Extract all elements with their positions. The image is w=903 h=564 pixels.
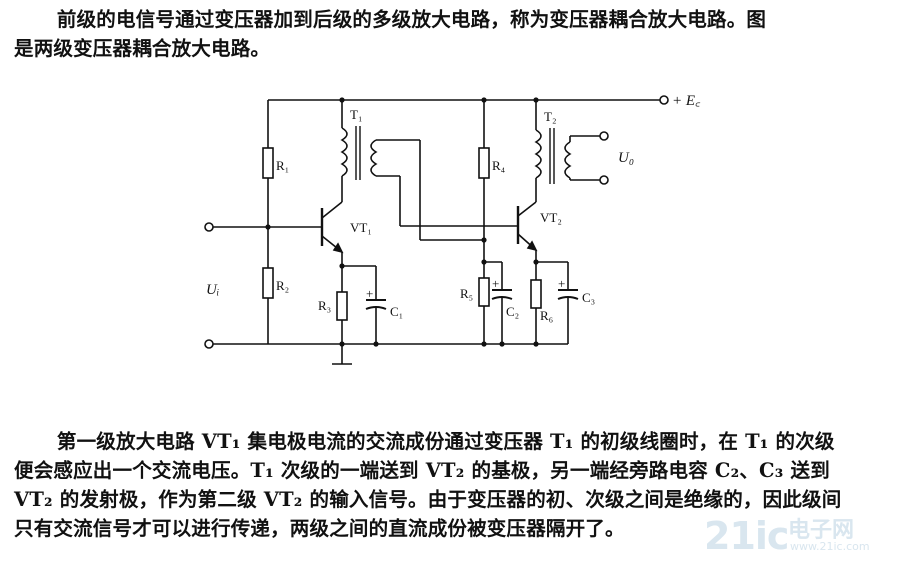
label-uo: U₀ bbox=[618, 150, 634, 166]
resistor-r1 bbox=[262, 147, 274, 179]
body-line-3: VT₂ 的发射极，作为第二级 VT₂ 的输入信号。由于变压器的初、次级之间是绝缘… bbox=[14, 488, 842, 511]
watermark-logo: 21ic bbox=[704, 514, 789, 558]
label-c2: C₂ bbox=[506, 304, 519, 319]
t1-secondary-coil bbox=[370, 139, 378, 177]
t2-primary-coil bbox=[534, 129, 542, 179]
label-vt2: VT₂ bbox=[540, 210, 562, 225]
c2-plus: + bbox=[492, 276, 499, 291]
resistor-r4 bbox=[478, 147, 490, 179]
ec-terminal bbox=[659, 95, 669, 105]
label-r3: R₃ bbox=[318, 298, 331, 313]
input-terminal-bottom bbox=[204, 339, 214, 349]
label-r4: R₄ bbox=[492, 158, 506, 173]
label-ec: + E꜀ bbox=[672, 93, 701, 109]
body-line-2: 便会感应出一个交流电压。T₁ 次级的一端送到 VT₂ 的基极，另一端经旁路电容 … bbox=[14, 459, 830, 482]
watermark-cn: 电子网 bbox=[788, 518, 855, 543]
label-r2: R₂ bbox=[276, 278, 289, 293]
body-line-4: 只有交流信号才可以进行传递，两级之间的直流成份被变压器隔开了。 bbox=[14, 517, 625, 540]
intro-line-1: 前级的电信号通过变压器加到后级的多级放大电路，称为变压器耦合放大电路。图 bbox=[56, 8, 767, 31]
label-r6: R₆ bbox=[540, 308, 553, 323]
body-paragraph: 第一级放大电路 VT₁ 集电极电流的交流成份通过变压器 T₁ 的初级线圈时，在 … bbox=[14, 427, 894, 543]
t2-secondary-coil bbox=[564, 141, 572, 179]
label-c1: C₁ bbox=[390, 304, 403, 319]
t1-primary-coil bbox=[340, 127, 348, 177]
output-terminal-top bbox=[599, 131, 609, 141]
label-ui: Uᵢ bbox=[206, 282, 219, 298]
resistor-r6 bbox=[530, 279, 542, 309]
label-r1: R₁ bbox=[276, 158, 289, 173]
output-terminal-bottom bbox=[599, 175, 609, 185]
label-r5: R₅ bbox=[460, 286, 473, 301]
label-vt1: VT₁ bbox=[350, 220, 372, 235]
watermark-url: www.21ic.com bbox=[790, 540, 870, 553]
resistor-r2 bbox=[262, 267, 274, 299]
label-c3: C₃ bbox=[582, 290, 595, 305]
body-line-1: 第一级放大电路 VT₁ 集电极电流的交流成份通过变压器 T₁ 的初级线圈时，在 … bbox=[56, 430, 835, 453]
resistor-r5 bbox=[478, 277, 490, 307]
input-terminal-top bbox=[204, 222, 214, 232]
intro-paragraph: 前级的电信号通过变压器加到后级的多级放大电路，称为变压器耦合放大电路。图 是两级… bbox=[14, 5, 894, 63]
label-t1: T₁ bbox=[350, 107, 362, 122]
c3-plus: + bbox=[558, 276, 565, 291]
resistor-r3 bbox=[336, 291, 348, 321]
c1-plus: + bbox=[366, 286, 373, 301]
intro-line-2: 是两级变压器耦合放大电路。 bbox=[14, 37, 271, 60]
label-t2: T₂ bbox=[544, 109, 556, 124]
